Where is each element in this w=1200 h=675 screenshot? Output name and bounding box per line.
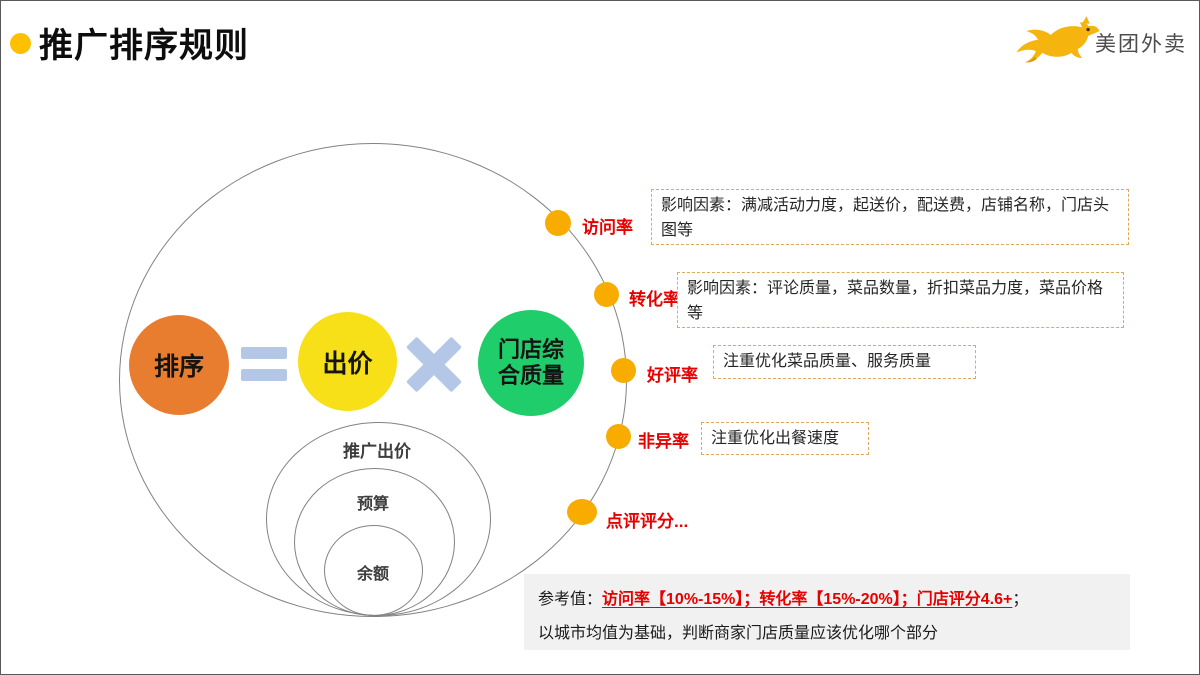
multiply-icon bbox=[406, 336, 462, 393]
meituan-logo: 美团外卖 bbox=[1013, 15, 1187, 71]
nested-label-budget: 预算 bbox=[356, 496, 389, 513]
nested-label-balance: 余额 bbox=[356, 566, 389, 583]
reference-box: 参考值：访问率【10%-15%】；转化率【15%-20%】；门店评分4.6+； … bbox=[524, 574, 1130, 650]
metric-label-dianping: 点评评分... bbox=[606, 512, 689, 531]
logo-text: 美团外卖 bbox=[1095, 33, 1187, 56]
reference-prefix: 参考值： bbox=[538, 591, 603, 608]
quality-circle: 门店综 合质量 bbox=[478, 310, 584, 416]
nested-label-bid: 推广出价 bbox=[343, 442, 411, 461]
metric-label-conversion: 转化率 bbox=[629, 290, 680, 309]
equals-icon bbox=[241, 347, 287, 391]
reference-line1: 参考值：访问率【10%-15%】；转化率【15%-20%】；门店评分4.6+； bbox=[538, 585, 1116, 609]
metric-note-rating: 注重优化菜品质量、服务质量 bbox=[713, 345, 976, 379]
nested-circle-balance bbox=[324, 525, 423, 616]
title-bullet-icon bbox=[10, 33, 31, 54]
bid-circle: 出价 bbox=[298, 312, 397, 411]
metric-dot-conversion bbox=[594, 282, 619, 307]
metric-note-visit: 影响因素：满减活动力度，起送价，配送费，店铺名称，门店头图等 bbox=[651, 189, 1129, 245]
metric-note-abnormal: 注重优化出餐速度 bbox=[701, 422, 869, 455]
quality-line2: 合质量 bbox=[497, 363, 564, 388]
page-title: 推广排序规则 bbox=[39, 27, 249, 65]
metric-dot-rating bbox=[611, 358, 636, 383]
reference-highlight: 访问率【10%-15%】；转化率【15%-20%】；门店评分4.6+ bbox=[602, 591, 1013, 608]
metric-label-rating: 好评率 bbox=[647, 366, 698, 385]
rank-circle: 排序 bbox=[129, 315, 229, 415]
kangaroo-icon bbox=[1016, 16, 1100, 63]
metric-label-visit: 访问率 bbox=[582, 218, 633, 237]
metric-dot-abnormal bbox=[606, 424, 631, 449]
metric-label-abnormal: 非异率 bbox=[638, 432, 689, 451]
reference-line2: 以城市均值为基础，判断商家门店质量应该优化哪个部分 bbox=[538, 625, 939, 642]
reference-suffix: ； bbox=[1012, 591, 1029, 608]
metric-dot-visit bbox=[545, 210, 571, 236]
metric-note-conversion: 影响因素：评论质量，菜品数量，折扣菜品力度，菜品价格等 bbox=[677, 272, 1124, 328]
quality-line1: 门店综 bbox=[497, 336, 564, 362]
metric-dot-dianping bbox=[567, 499, 597, 525]
